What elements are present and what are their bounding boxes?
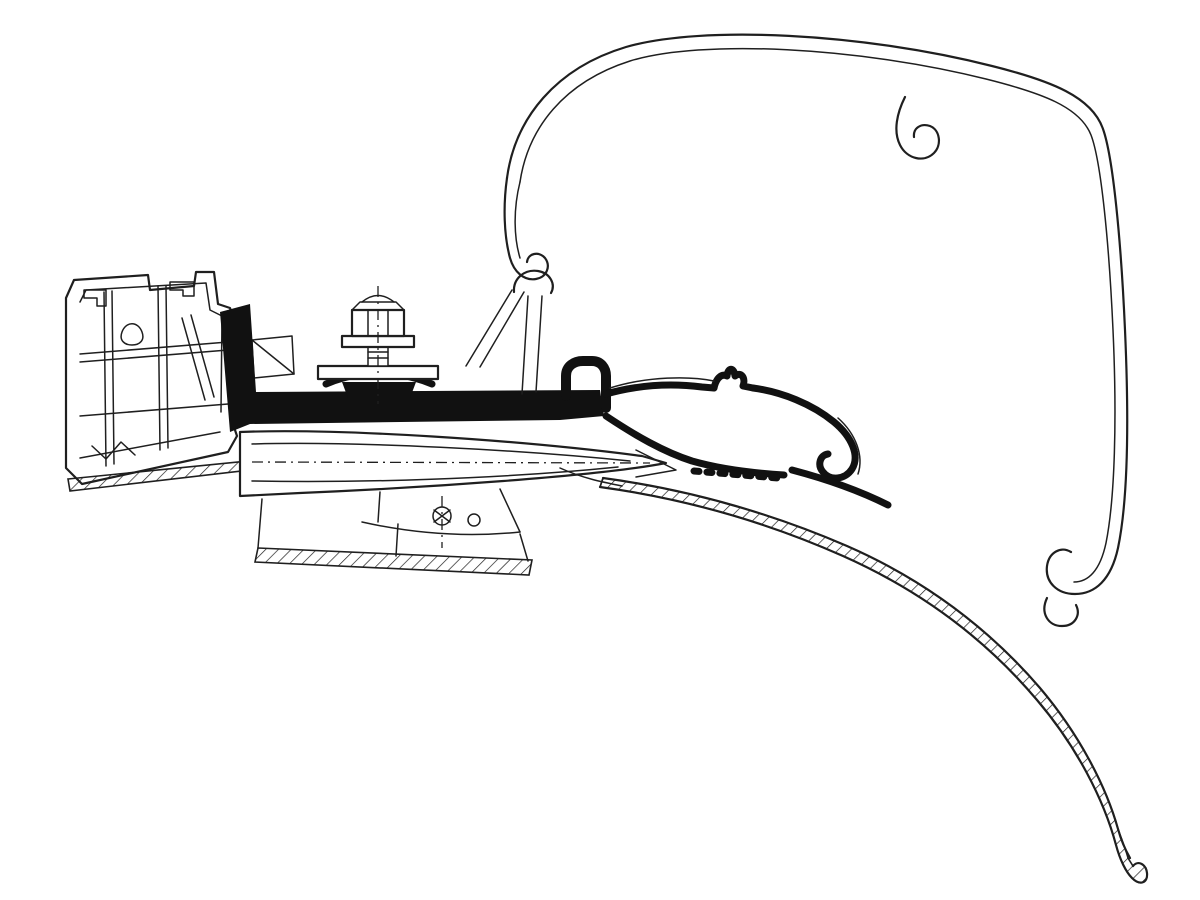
roof-rail-contour bbox=[503, 33, 1129, 628]
mounting-strip bbox=[254, 488, 533, 576]
vehicle-body-panel bbox=[559, 467, 1149, 884]
clamp-bolt-assembly bbox=[316, 286, 440, 404]
support-arm bbox=[465, 269, 554, 395]
clamp-block bbox=[251, 335, 295, 379]
base-plate bbox=[67, 459, 260, 492]
profile-outline-details bbox=[609, 377, 861, 475]
roof-arch-bar bbox=[238, 430, 677, 498]
